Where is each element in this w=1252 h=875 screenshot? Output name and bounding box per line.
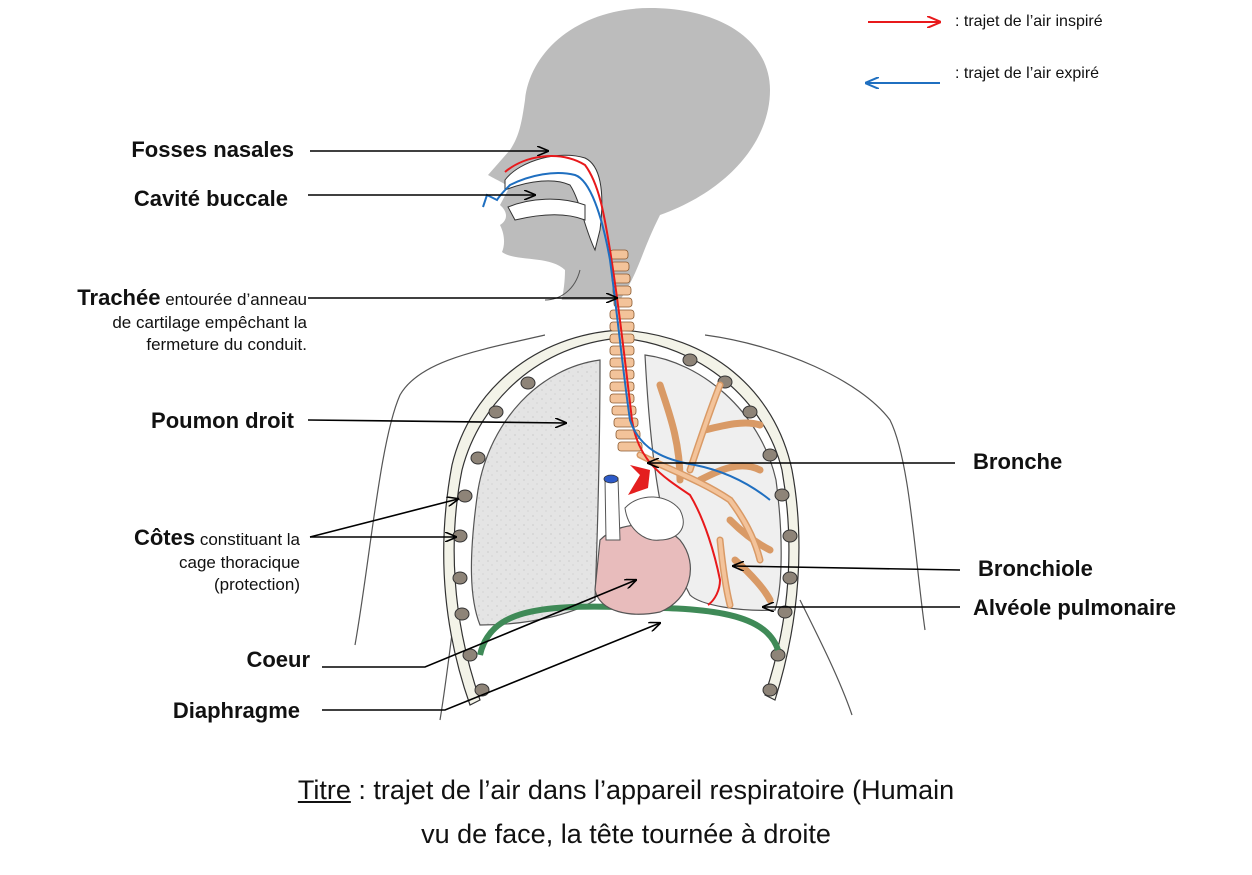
rib-dots xyxy=(452,353,798,697)
label-coeur: Coeur xyxy=(246,647,310,672)
head-silhouette xyxy=(488,8,770,335)
label-trachee-rest3: fermeture du conduit. xyxy=(146,334,307,354)
label-bronche: Bronche xyxy=(973,449,1063,474)
legend-inhaled-text: : trajet de l’air inspiré xyxy=(955,13,1103,30)
pointer-coeur xyxy=(322,580,636,668)
label-cavite-buccale: Cavité buccale xyxy=(133,186,288,211)
label-trachee: Trachée entourée d’anneau de cartilage e… xyxy=(0,284,307,356)
figure-caption: Titre : trajet de l’air dans l’appareil … xyxy=(0,768,1252,856)
inhaled-air-path xyxy=(504,155,722,606)
pointer-cotes-1 xyxy=(309,499,458,538)
nasal-cavity-shape xyxy=(504,154,603,252)
label-alveole: Alvéole pulmonaire xyxy=(973,595,1176,620)
label-cotes-rest3: (protection) xyxy=(214,574,300,594)
right-lung xyxy=(470,359,601,626)
exhaled-air-path xyxy=(482,172,771,501)
label-diaphragme: Diaphragme xyxy=(172,698,300,723)
pointer-bronchiole xyxy=(733,566,961,570)
label-trachee-rest2: de cartilage empêchant la xyxy=(112,312,307,332)
aorta xyxy=(628,465,650,495)
mouth-shape xyxy=(507,198,586,221)
label-trachee-rest1: entourée d’anneau xyxy=(160,290,307,309)
label-cotes-bold: Côtes xyxy=(133,525,196,550)
pointer-diaphragme xyxy=(322,623,660,711)
body-outline-right xyxy=(704,334,926,631)
label-bronchiole: Bronchiole xyxy=(978,556,1093,581)
caption-line1: : trajet de l’air dans l’appareil respir… xyxy=(350,775,955,805)
label-cotes: Côtes constituant la cage thoracique (pr… xyxy=(50,524,300,596)
caption-line2: vu de face, la tête tournée à droite xyxy=(421,819,831,849)
caption-prefix: Titre xyxy=(297,775,351,805)
pointer-poumon-droit xyxy=(307,420,566,423)
label-cotes-rest1: constituant la xyxy=(195,530,300,549)
body-outline xyxy=(354,334,546,646)
label-fosses-nasales: Fosses nasales xyxy=(131,137,294,162)
legend-exhaled-text: : trajet de l’air expiré xyxy=(955,65,1100,82)
label-poumon-droit: Poumon droit xyxy=(151,408,294,433)
label-cotes-rest2: cage thoracique xyxy=(179,552,300,572)
label-trachee-bold: Trachée xyxy=(77,285,161,310)
